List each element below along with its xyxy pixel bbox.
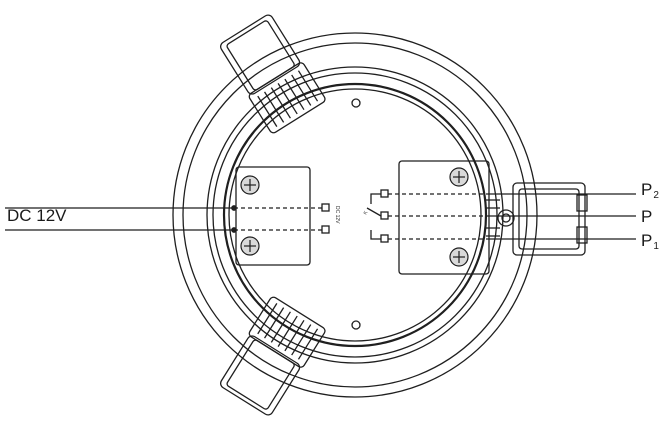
terminal-label-p2-letter: P: [641, 180, 653, 199]
terminal-label-p1-subscript: 1: [653, 241, 659, 252]
screw-right-top: [449, 167, 469, 187]
terminal-block-right: [398, 160, 490, 275]
terminal-label-p2: P2: [641, 180, 659, 201]
screw-left-top: [240, 175, 260, 195]
mounting-hole-top: [351, 98, 361, 108]
terminal-label-p1: P1: [641, 231, 659, 252]
screw-right-bottom: [449, 247, 469, 267]
switch-mark-label: K: [363, 210, 370, 216]
mounting-clip-right: [486, 182, 588, 256]
terminal-block-left: [235, 166, 311, 266]
mounting-hole-bottom: [351, 320, 361, 330]
screw-left-bottom: [240, 236, 260, 256]
terminal-label-p: P: [641, 207, 653, 226]
dc-12v-label: DC 12V: [7, 206, 67, 225]
relay-contact: [366, 189, 488, 243]
mounting-clip-bottom: [220, 296, 326, 416]
mounting-clip-top: [220, 14, 326, 134]
terminal-label-p1-letter: P: [641, 231, 653, 250]
detector-base: [172, 32, 538, 398]
terminal-label-p2-subscript: 2: [653, 190, 659, 201]
inner-dc-label: DC 12V: [334, 206, 340, 224]
